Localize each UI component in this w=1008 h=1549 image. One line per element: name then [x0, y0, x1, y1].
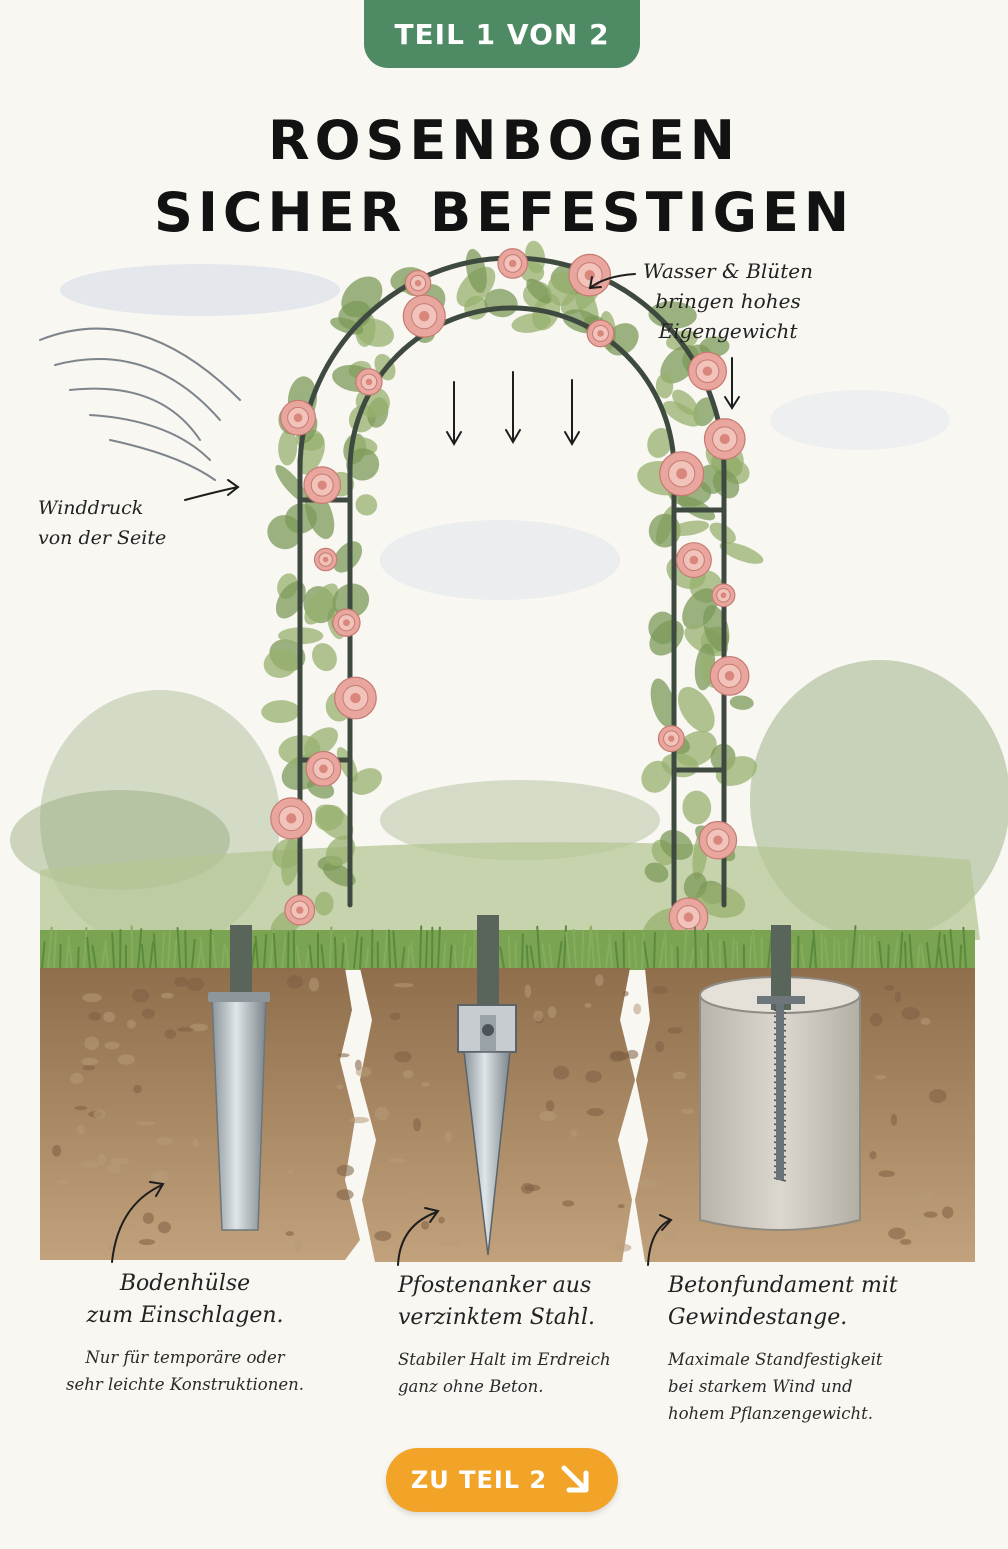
method-title: Betonfundament mit Gewindestange. [668, 1270, 968, 1334]
method-description-line: hohem Pflanzengewicht. [668, 1404, 873, 1423]
wind-lines [39, 327, 241, 481]
page-title-line-2: SICHER BEFESTIGEN [153, 181, 855, 244]
roses [270, 248, 750, 938]
weight-annotation-line: Eigengewicht [658, 319, 798, 343]
method-title-line: Bodenhülse [119, 1271, 251, 1296]
method-title-line: verzinktem Stahl. [398, 1305, 596, 1330]
arrow-down-right-icon [561, 1465, 589, 1493]
next-part-button[interactable]: ZU TEIL 2 [386, 1448, 618, 1512]
method-description-line: Stabiler Halt im Erdreich [398, 1350, 611, 1369]
method-post-anchor: Pfostenanker aus verzinktem Stahl. Stabi… [398, 1270, 638, 1400]
wind-annotation: Winddruck von der Seite [38, 493, 218, 553]
post-anchor-icon [457, 915, 517, 1256]
method-title: Pfostenanker aus verzinktem Stahl. [398, 1270, 638, 1334]
method-title: Bodenhülse zum Einschlagen. [40, 1268, 330, 1332]
page-title-line-1: ROSENBOGEN [268, 109, 740, 172]
wind-annotation-line: Winddruck [38, 497, 144, 519]
method-description: Maximale Standfestigkeit bei starkem Win… [668, 1346, 968, 1427]
method-description-line: bei starkem Wind und [668, 1377, 853, 1396]
method-concrete-foundation: Betonfundament mit Gewindestange. Maxima… [668, 1270, 968, 1427]
method-description: Nur für temporäre oder sehr leichte Kons… [40, 1344, 330, 1398]
sky-wash [60, 264, 950, 600]
weight-annotation: Wasser & Blüten bringen hohes Eigengewic… [628, 256, 828, 346]
method-title-line: Betonfundament mit [668, 1273, 898, 1298]
annotation-arrows [111, 273, 740, 1266]
method-description-line: ganz ohne Beton. [398, 1377, 544, 1396]
weight-annotation-line: Wasser & Blüten [643, 259, 813, 283]
method-description-line: sehr leichte Konstruktionen. [66, 1375, 304, 1394]
method-description-line: Nur für temporäre oder [85, 1348, 285, 1367]
grass-strip [40, 925, 975, 970]
method-title-line: zum Einschlagen. [86, 1303, 284, 1328]
method-description-line: Maximale Standfestigkeit [668, 1350, 883, 1369]
method-title-line: Gewindestange. [668, 1305, 848, 1330]
next-part-button-label: ZU TEIL 2 [410, 1466, 548, 1494]
wind-annotation-line: von der Seite [38, 527, 167, 549]
part-badge: TEIL 1 VON 2 [364, 0, 640, 68]
soil-pebbles [52, 974, 954, 1253]
meadow [40, 842, 980, 940]
weight-annotation-line: bringen hohes [655, 289, 801, 313]
method-ground-sleeve: Bodenhülse zum Einschlagen. Nur für temp… [40, 1268, 330, 1398]
method-title-line: Pfostenanker aus [398, 1273, 592, 1298]
concrete-foundation-icon [699, 925, 861, 1231]
ground-sleeve-icon [208, 925, 270, 1231]
method-description: Stabiler Halt im Erdreich ganz ohne Beto… [398, 1346, 638, 1400]
